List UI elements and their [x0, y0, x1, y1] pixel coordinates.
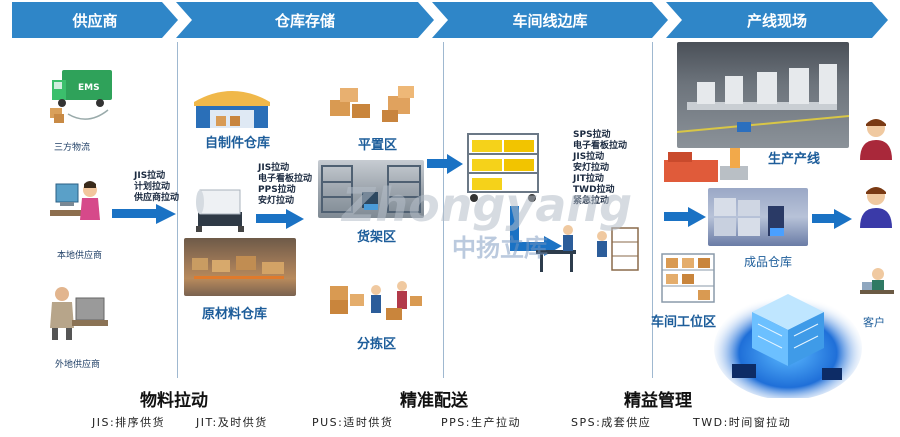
flow-arrow — [256, 209, 304, 229]
pull-method: JIS拉动 — [134, 171, 166, 181]
stage-label: 车间线边库 — [512, 11, 588, 30]
flow-arrow — [427, 154, 463, 174]
workstation-area-label: 车间工位区 — [651, 315, 717, 330]
third-party-logistics-label: 三方物流 — [54, 143, 91, 153]
flow-arrow — [812, 209, 852, 229]
lineside-pull-methods: SPS拉动 电子看板拉动 JIS拉动 安灯拉动 JIT拉动 TWD拉动 紧急拉动 — [573, 130, 627, 207]
pull-method: 紧急拉动 — [573, 196, 610, 206]
supplier-pull-methods: JIS拉动 计划拉动 供应商拉动 — [134, 171, 179, 204]
bottom-title-material-pull: 物料拉动 — [140, 391, 208, 411]
flow-arrow — [664, 207, 706, 227]
self-made-warehouse-label: 自制件仓库 — [205, 136, 271, 151]
pull-method: JIS拉动 — [258, 163, 290, 173]
watermark-latin: Zhongyang — [342, 178, 633, 232]
pull-method: 电子看板拉动 — [573, 141, 628, 151]
raw-material-warehouse-photo — [184, 238, 296, 296]
stage-production: 产线现场 — [666, 2, 888, 38]
material-cart-icon — [467, 133, 539, 202]
warehouse-pull-methods: JIS拉动 电子看板拉动 PPS拉动 安灯拉动 — [258, 163, 312, 207]
customer-label: 客户 — [863, 316, 885, 329]
production-line-label: 生产产线 — [768, 152, 821, 167]
pull-method: 供应商拉动 — [134, 193, 180, 203]
stage-label: 产线现场 — [746, 11, 807, 30]
pull-method: 电子看板拉动 — [258, 174, 313, 184]
pull-method: 安灯拉动 — [258, 196, 295, 206]
pull-method: PPS拉动 — [258, 185, 296, 195]
flat-area-icon — [330, 86, 414, 122]
finished-goods-warehouse-label: 成品仓库 — [744, 255, 793, 269]
pull-method: 安灯拉动 — [573, 163, 610, 173]
stage-label: 仓库存储 — [274, 11, 335, 30]
data-center-icon — [714, 294, 862, 398]
bottom-title-lean-management: 精益管理 — [624, 391, 692, 411]
finished-goods-warehouse-photo — [708, 188, 808, 246]
definition: TWD:时间窗拉动 — [693, 416, 792, 429]
divider — [652, 42, 653, 378]
sorting-area-label: 分拣区 — [357, 337, 397, 352]
pull-method: JIT拉动 — [573, 174, 604, 184]
pull-method: JIS拉动 — [573, 152, 605, 162]
local-supplier-label: 本地供应商 — [57, 251, 103, 261]
bottom-title-precise-delivery: 精准配送 — [400, 391, 468, 411]
pull-method: TWD拉动 — [573, 185, 615, 195]
definition: SPS:成套供应 — [571, 416, 652, 429]
remote-supplier-label: 外地供应商 — [55, 360, 101, 370]
truck-label: EMS — [78, 83, 100, 93]
self-made-warehouse-icon — [194, 91, 270, 128]
definition: PUS:适时供货 — [312, 416, 394, 429]
definition: PPS:生产拉动 — [441, 416, 521, 429]
local-supplier-icon — [50, 181, 100, 220]
reel-machine-icon — [196, 189, 244, 232]
delivery-truck-icon: EMS — [50, 70, 112, 123]
lineside-workers-icon — [536, 225, 639, 272]
shelf-area-photo — [318, 160, 424, 218]
definition: JIT:及时供货 — [196, 416, 268, 429]
shelf-area-label: 货架区 — [357, 230, 397, 245]
production-line-photo — [676, 42, 850, 148]
pull-method: SPS拉动 — [573, 130, 611, 140]
remote-supplier-icon — [50, 287, 108, 340]
divider — [443, 42, 444, 378]
watermark-chinese: 中扬立库 — [452, 234, 548, 262]
flow-arrow — [112, 204, 176, 224]
customer-avatar-icon — [860, 187, 892, 228]
sorting-area-icon — [330, 281, 422, 320]
pull-method: 计划拉动 — [134, 182, 171, 192]
definition: JIS:排序供货 — [92, 416, 166, 429]
raw-material-warehouse-label: 原材料仓库 — [202, 307, 268, 322]
stage-supplier: 供应商 — [12, 2, 178, 38]
customer-avatar-icon — [860, 119, 892, 160]
stage-warehouse: 仓库存储 — [176, 2, 434, 38]
divider — [177, 42, 178, 378]
stage-label: 供应商 — [72, 11, 118, 30]
robot-machine-icon — [664, 148, 748, 182]
stage-lineside: 车间线边库 — [432, 2, 668, 38]
flat-area-label: 平置区 — [358, 138, 398, 153]
customer-desk-icon — [860, 268, 894, 294]
workstation-shelf-icon — [661, 253, 715, 303]
